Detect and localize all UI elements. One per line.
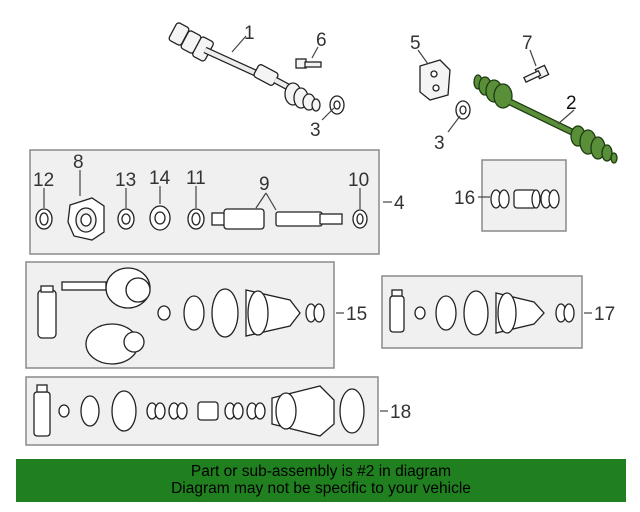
seal-part-13[interactable] — [117, 208, 135, 230]
parts-diagram: 1 2 3 3 4 5 6 7 8 9 10 11 12 13 14 15 16… — [25, 22, 618, 446]
bearing-bracket-part-8[interactable] — [67, 197, 105, 241]
callout-13: 13 — [115, 170, 136, 191]
callout-14: 14 — [149, 168, 171, 189]
callout-5: 5 — [410, 33, 421, 54]
axle-shaft-part-1[interactable] — [168, 22, 321, 112]
box-part-15 — [25, 261, 335, 369]
callout-3-left: 3 — [310, 120, 321, 141]
seal-part-11[interactable] — [187, 208, 205, 230]
callout-3-right: 3 — [434, 133, 445, 154]
callout-4: 4 — [394, 193, 405, 214]
callout-16: 16 — [454, 188, 475, 209]
callout-9: 9 — [259, 174, 270, 195]
cv-joint-kit-part-15[interactable] — [37, 267, 325, 365]
boot-kit-part-17[interactable] — [389, 289, 575, 336]
bolt-part-6[interactable] — [295, 58, 322, 69]
callout-1: 1 — [244, 23, 255, 44]
callout-15: 15 — [346, 304, 367, 325]
banner-line-1: Part or sub-assembly is #2 in diagram — [190, 463, 452, 480]
axle-shaft-part-2-highlighted[interactable] — [473, 74, 618, 164]
leader-lines — [43, 35, 592, 412]
callout-2: 2 — [566, 93, 577, 114]
boot-kit-part-18[interactable] — [33, 384, 365, 437]
callout-17: 17 — [594, 304, 615, 325]
callout-8: 8 — [73, 152, 84, 173]
banner-line-2: Diagram may not be specific to your vehi… — [171, 480, 471, 497]
bearing-part-14[interactable] — [149, 205, 171, 231]
clamp-kit-part-16[interactable] — [490, 189, 560, 209]
callout-11: 11 — [186, 168, 206, 189]
washer-part-3-left[interactable] — [329, 95, 345, 115]
callout-6: 6 — [316, 30, 327, 51]
callout-7: 7 — [522, 33, 533, 54]
bolt-part-7[interactable] — [523, 64, 550, 83]
seal-part-12[interactable] — [35, 208, 53, 230]
callout-18: 18 — [390, 402, 411, 423]
washer-part-3-right[interactable] — [455, 100, 471, 120]
info-banner: Part or sub-assembly is #2 in diagram Di… — [16, 459, 626, 502]
callout-10: 10 — [348, 170, 369, 191]
bracket-part-5[interactable] — [419, 59, 451, 101]
callout-12: 12 — [33, 170, 54, 191]
seal-part-10[interactable] — [352, 209, 368, 229]
intermediate-shaft-part-9[interactable] — [211, 208, 343, 230]
